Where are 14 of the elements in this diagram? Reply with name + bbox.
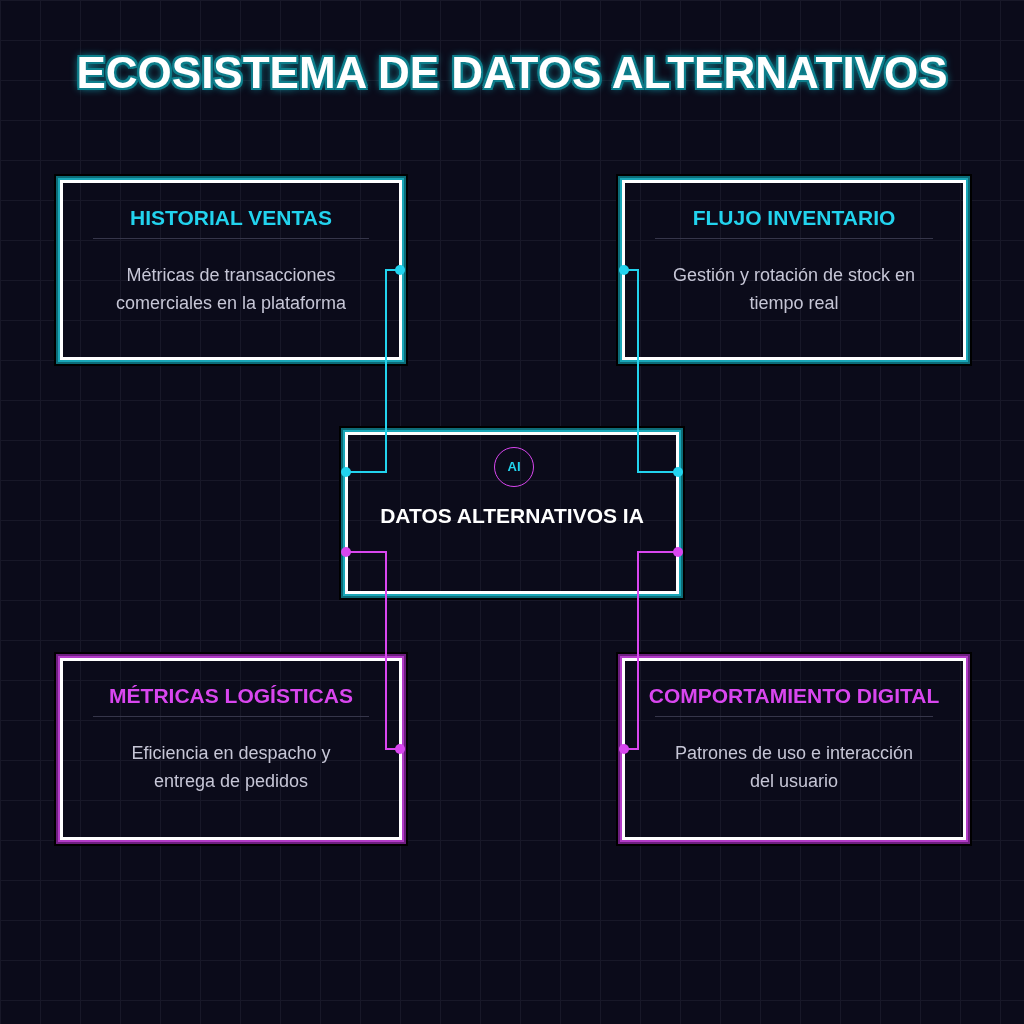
card-heading: FLUJO INVENTARIO <box>692 205 896 231</box>
card-description: Gestión y rotación de stock en tiempo real <box>671 264 917 315</box>
page-title: ECOSISTEMA DE DATOS ALTERNATIVOS <box>75 47 949 99</box>
card-heading: HISTORIAL VENTAS <box>130 205 332 231</box>
connector-line <box>619 547 683 754</box>
connector-line <box>341 547 405 754</box>
connector-line <box>341 265 405 477</box>
card-description: Patrones de uso e interacción del usuario <box>673 742 915 793</box>
card-description: Métricas de transacciones comerciales en la plataforma <box>114 264 348 315</box>
card-heading: MÉTRICAS LOGÍSTICAS <box>109 683 353 709</box>
card-description: Eficiencia en despacho y entrega de pedidos <box>130 742 332 793</box>
connector-line <box>619 265 683 477</box>
hub-title: DATOS ALTERNATIVOS IA <box>379 503 645 529</box>
card-heading: COMPORTAMIENTO DIGITAL <box>648 683 940 709</box>
